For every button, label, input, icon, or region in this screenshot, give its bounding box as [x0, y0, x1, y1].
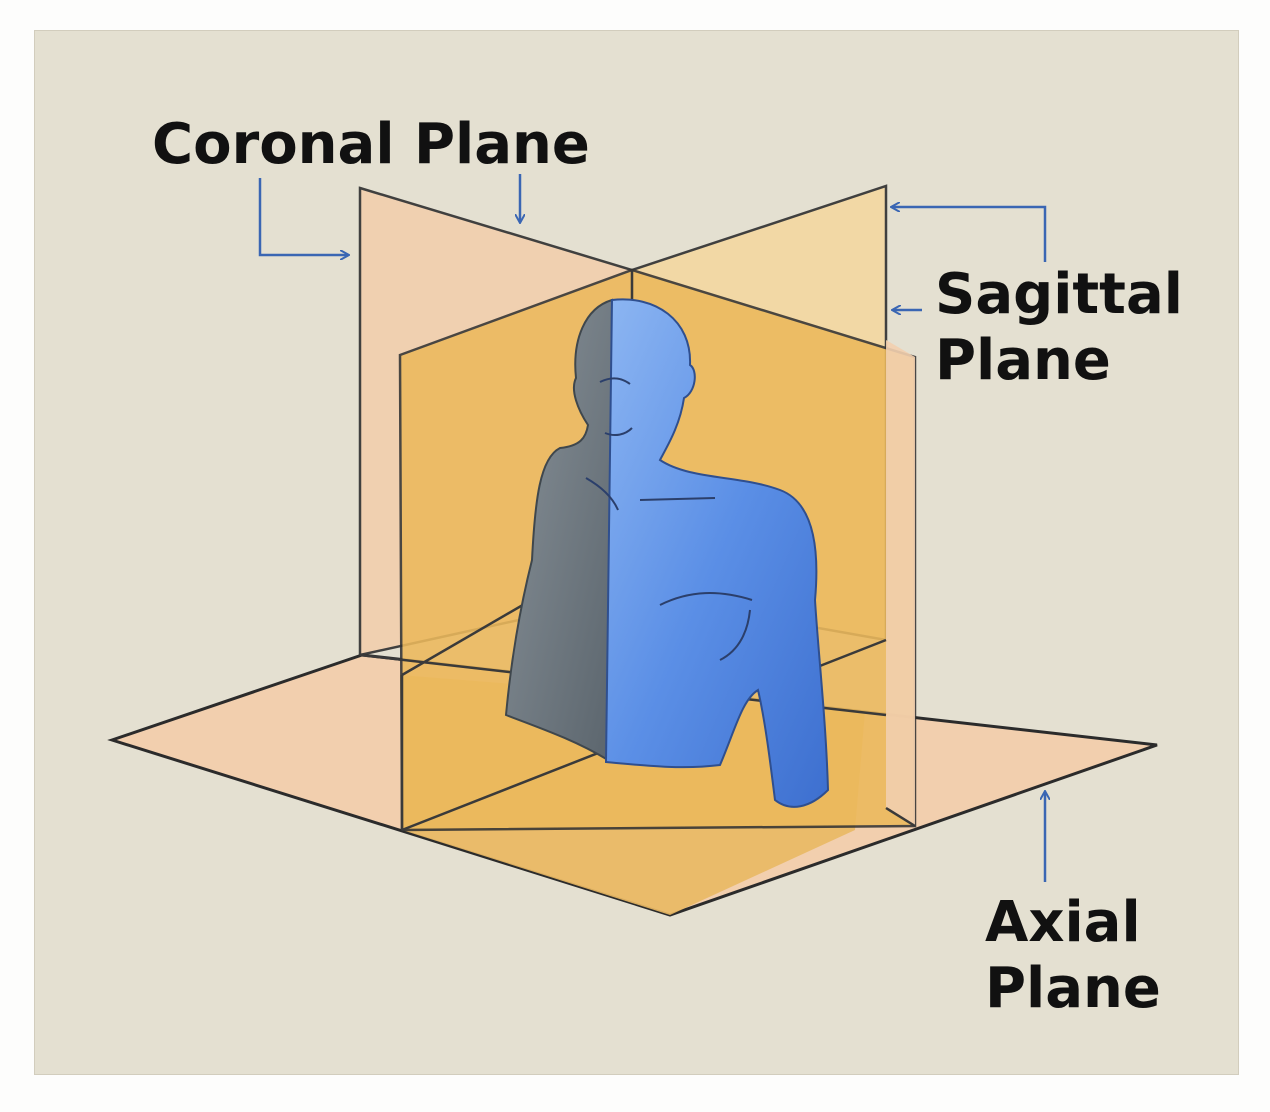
axial-label-line-2: Plane — [985, 956, 1161, 1021]
sagittal-label-line-1: Sagittal — [935, 262, 1183, 327]
sagittal-plane-edge — [886, 340, 915, 826]
arrow-right-icon — [258, 178, 348, 255]
figure-details — [585, 377, 753, 661]
axial-label-line-1: Axial — [985, 890, 1141, 955]
sagittal-plane-label: Sagittal Plane — [935, 262, 1183, 394]
coronal-plane-label: Coronal Plane — [152, 112, 590, 177]
axial-plane-label: Axial Plane — [985, 890, 1161, 1022]
figure-shadow-half — [504, 298, 614, 762]
figure-blue-half — [604, 298, 830, 808]
sagittal-label-line-2: Plane — [935, 328, 1111, 393]
arrow-left-icon — [892, 207, 1047, 262]
